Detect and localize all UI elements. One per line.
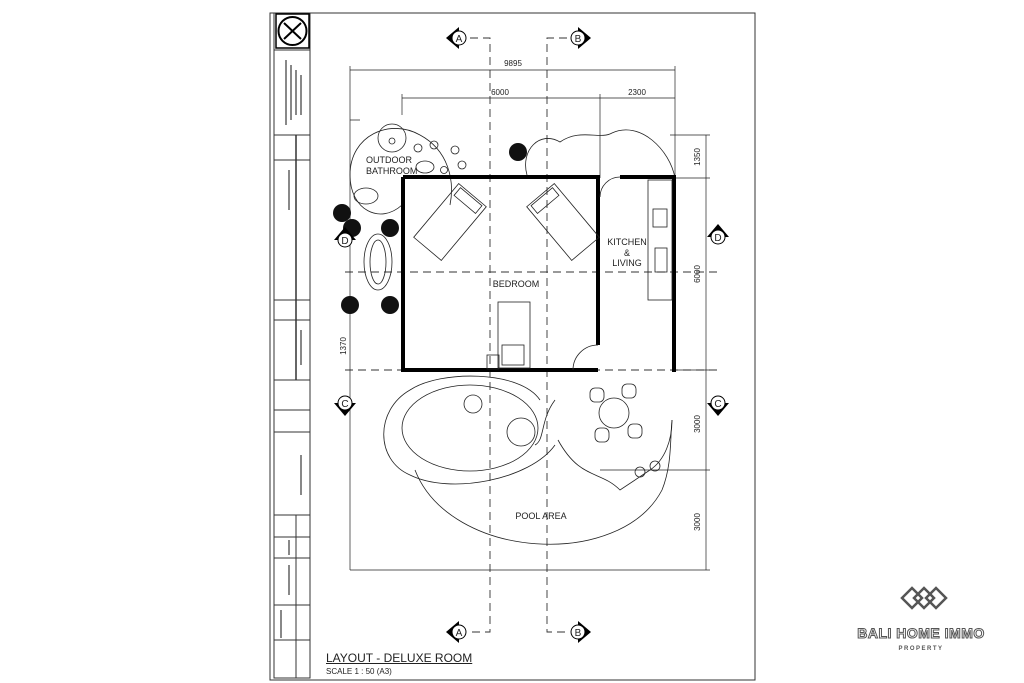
walls — [401, 175, 676, 372]
section-marker-d-right: D — [707, 224, 729, 245]
section-marker-b-bottom: B — [570, 621, 591, 643]
deck-outline — [525, 129, 676, 179]
label-kitchen-1: KITCHEN — [607, 237, 647, 247]
label-kitchen-3: LIVING — [612, 258, 642, 268]
beds — [413, 183, 600, 370]
dimension-lines — [349, 66, 710, 571]
dim-pool-depth-1: 3000 — [693, 415, 702, 433]
dim-top-depth: 1350 — [693, 148, 702, 166]
logo-diamonds-icon — [900, 586, 948, 610]
sheet-border — [269, 12, 756, 681]
dim-overall-width: 9895 — [504, 59, 522, 68]
title-block — [273, 12, 311, 679]
label-kitchen-2: & — [624, 248, 630, 258]
section-marker-a-top: A — [446, 27, 467, 49]
section-marker-c-left: C — [334, 395, 356, 416]
logo-tagline: PROPERTY — [898, 646, 944, 652]
svg-text:D: D — [341, 236, 348, 247]
svg-text:D: D — [714, 233, 721, 244]
section-markers: A B A B D D C C — [334, 27, 729, 643]
svg-text:A: A — [456, 628, 463, 639]
dim-room-depth: 6000 — [693, 265, 702, 283]
drawing-scale: SCALE 1 : 50 (A3) — [326, 667, 392, 676]
label-pool-area: POOL AREA — [515, 511, 566, 521]
section-marker-d-left: D — [334, 227, 356, 248]
dim-left-offset: 1370 — [339, 337, 348, 355]
outdoor-bathroom — [349, 123, 467, 291]
svg-text:B: B — [575, 628, 582, 639]
dining-table-icon — [589, 383, 643, 443]
label-outdoor-bathroom-1: OUTDOOR — [366, 155, 412, 165]
pool — [383, 375, 673, 545]
svg-text:A: A — [456, 34, 463, 45]
kitchen-counter — [647, 179, 673, 301]
dim-kitchen-width: 2300 — [628, 88, 646, 97]
plant-icons — [333, 143, 527, 314]
toilet-icon — [353, 187, 379, 205]
dim-pool-depth-2: 3000 — [693, 513, 702, 531]
drawing-title: LAYOUT - DELUXE ROOM — [326, 651, 473, 665]
label-bedroom: BEDROOM — [493, 279, 540, 289]
svg-text:C: C — [341, 399, 348, 410]
svg-text:C: C — [714, 399, 721, 410]
svg-text:B: B — [575, 34, 582, 45]
section-marker-b-top: B — [570, 27, 591, 49]
dim-bedroom-width: 6000 — [491, 88, 509, 97]
logo-name: BALI HOME IMMO — [857, 625, 985, 642]
bathtub-icon — [363, 233, 393, 291]
section-marker-c-right: C — [707, 395, 729, 416]
section-marker-a-bottom: A — [446, 621, 467, 643]
north-compass-icon — [277, 16, 308, 46]
label-outdoor-bathroom-2: BATHROOM — [366, 166, 417, 176]
